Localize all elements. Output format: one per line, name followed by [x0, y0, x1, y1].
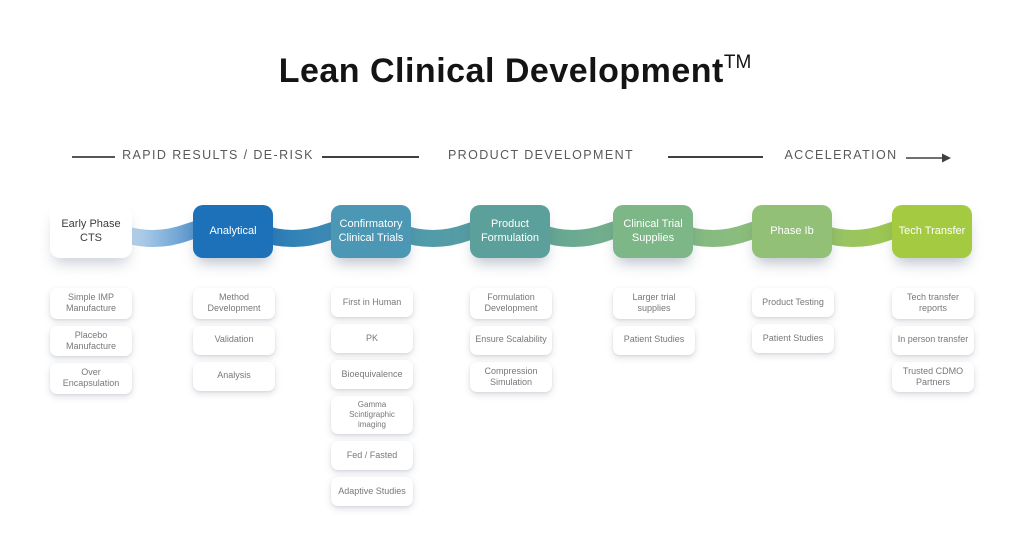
stage-item: Patient Studies [752, 324, 834, 353]
item-column-phase-ib: Product Testing Patient Studies [752, 288, 834, 353]
stage-item: Fed / Fasted [331, 441, 413, 470]
stage-item: In person transfer [892, 325, 974, 355]
stage-item: Adaptive Studies [331, 477, 413, 506]
stage-box-confirmatory-clinical-trials: Confirmatory Clinical Trials [331, 205, 411, 258]
stage-item: Bioequivalence [331, 360, 413, 389]
phase-header-acceleration: ACCELERATION [784, 148, 898, 162]
stage-item: Validation [193, 325, 275, 355]
stage-item: Formulation Development [470, 288, 552, 319]
phase-divider-line [72, 156, 115, 158]
stage-item: Placebo Manufacture [50, 325, 132, 356]
item-column-product-formulation: Formulation Development Ensure Scalabili… [470, 288, 552, 392]
right-arrow-icon [906, 153, 951, 163]
item-column-confirmatory-clinical-trials: First in Human PK Bioequivalence Gamma S… [331, 288, 413, 506]
stage-box-clinical-trial-supplies: Clinical Trial Supplies [613, 205, 693, 258]
stage-item: Patient Studies [613, 325, 695, 355]
stage-item: Product Testing [752, 288, 834, 317]
stage-box-phase-ib: Phase Ib [752, 205, 832, 258]
item-column-early-phase-cts: Simple IMP Manufacture Placebo Manufactu… [50, 288, 132, 394]
stage-box-tech-transfer: Tech Transfer [892, 205, 972, 258]
stage-item: Trusted CDMO Partners [892, 361, 974, 392]
stage-item: Simple IMP Manufacture [50, 288, 132, 319]
stage-item: Ensure Scalability [470, 325, 552, 355]
page-title-text: Lean Clinical Development [278, 52, 724, 90]
phase-header-rapid-results: RAPID RESULTS / DE-RISK [122, 148, 314, 162]
page-title: Lean Clinical DevelopmentTM [0, 52, 1030, 91]
stage-item: PK [331, 324, 413, 353]
stage-item: Larger trial supplies [613, 288, 695, 319]
trademark-symbol: TM [723, 52, 752, 73]
item-column-analytical: Method Development Validation Analysis [193, 288, 275, 391]
phase-divider-line [322, 156, 419, 158]
stage-item: Gamma Scintigraphic imaging [331, 396, 413, 434]
stage-box-analytical: Analytical [193, 205, 273, 258]
stage-item: First in Human [331, 288, 413, 317]
stage-item: Compression Simulation [470, 361, 552, 392]
stage-item: Tech transfer reports [892, 288, 974, 319]
phase-header-product-development: PRODUCT DEVELOPMENT [447, 148, 635, 162]
stage-item: Method Development [193, 288, 275, 319]
item-column-tech-transfer: Tech transfer reports In person transfer… [892, 288, 974, 392]
stage-box-product-formulation: Product Formulation [470, 205, 550, 258]
item-column-clinical-trial-supplies: Larger trial supplies Patient Studies [613, 288, 695, 355]
stage-item: Over Encapsulation [50, 363, 132, 394]
stage-box-early-phase-cts: Early Phase CTS [50, 205, 132, 258]
phase-divider-line [668, 156, 763, 158]
stage-item: Analysis [193, 361, 275, 391]
